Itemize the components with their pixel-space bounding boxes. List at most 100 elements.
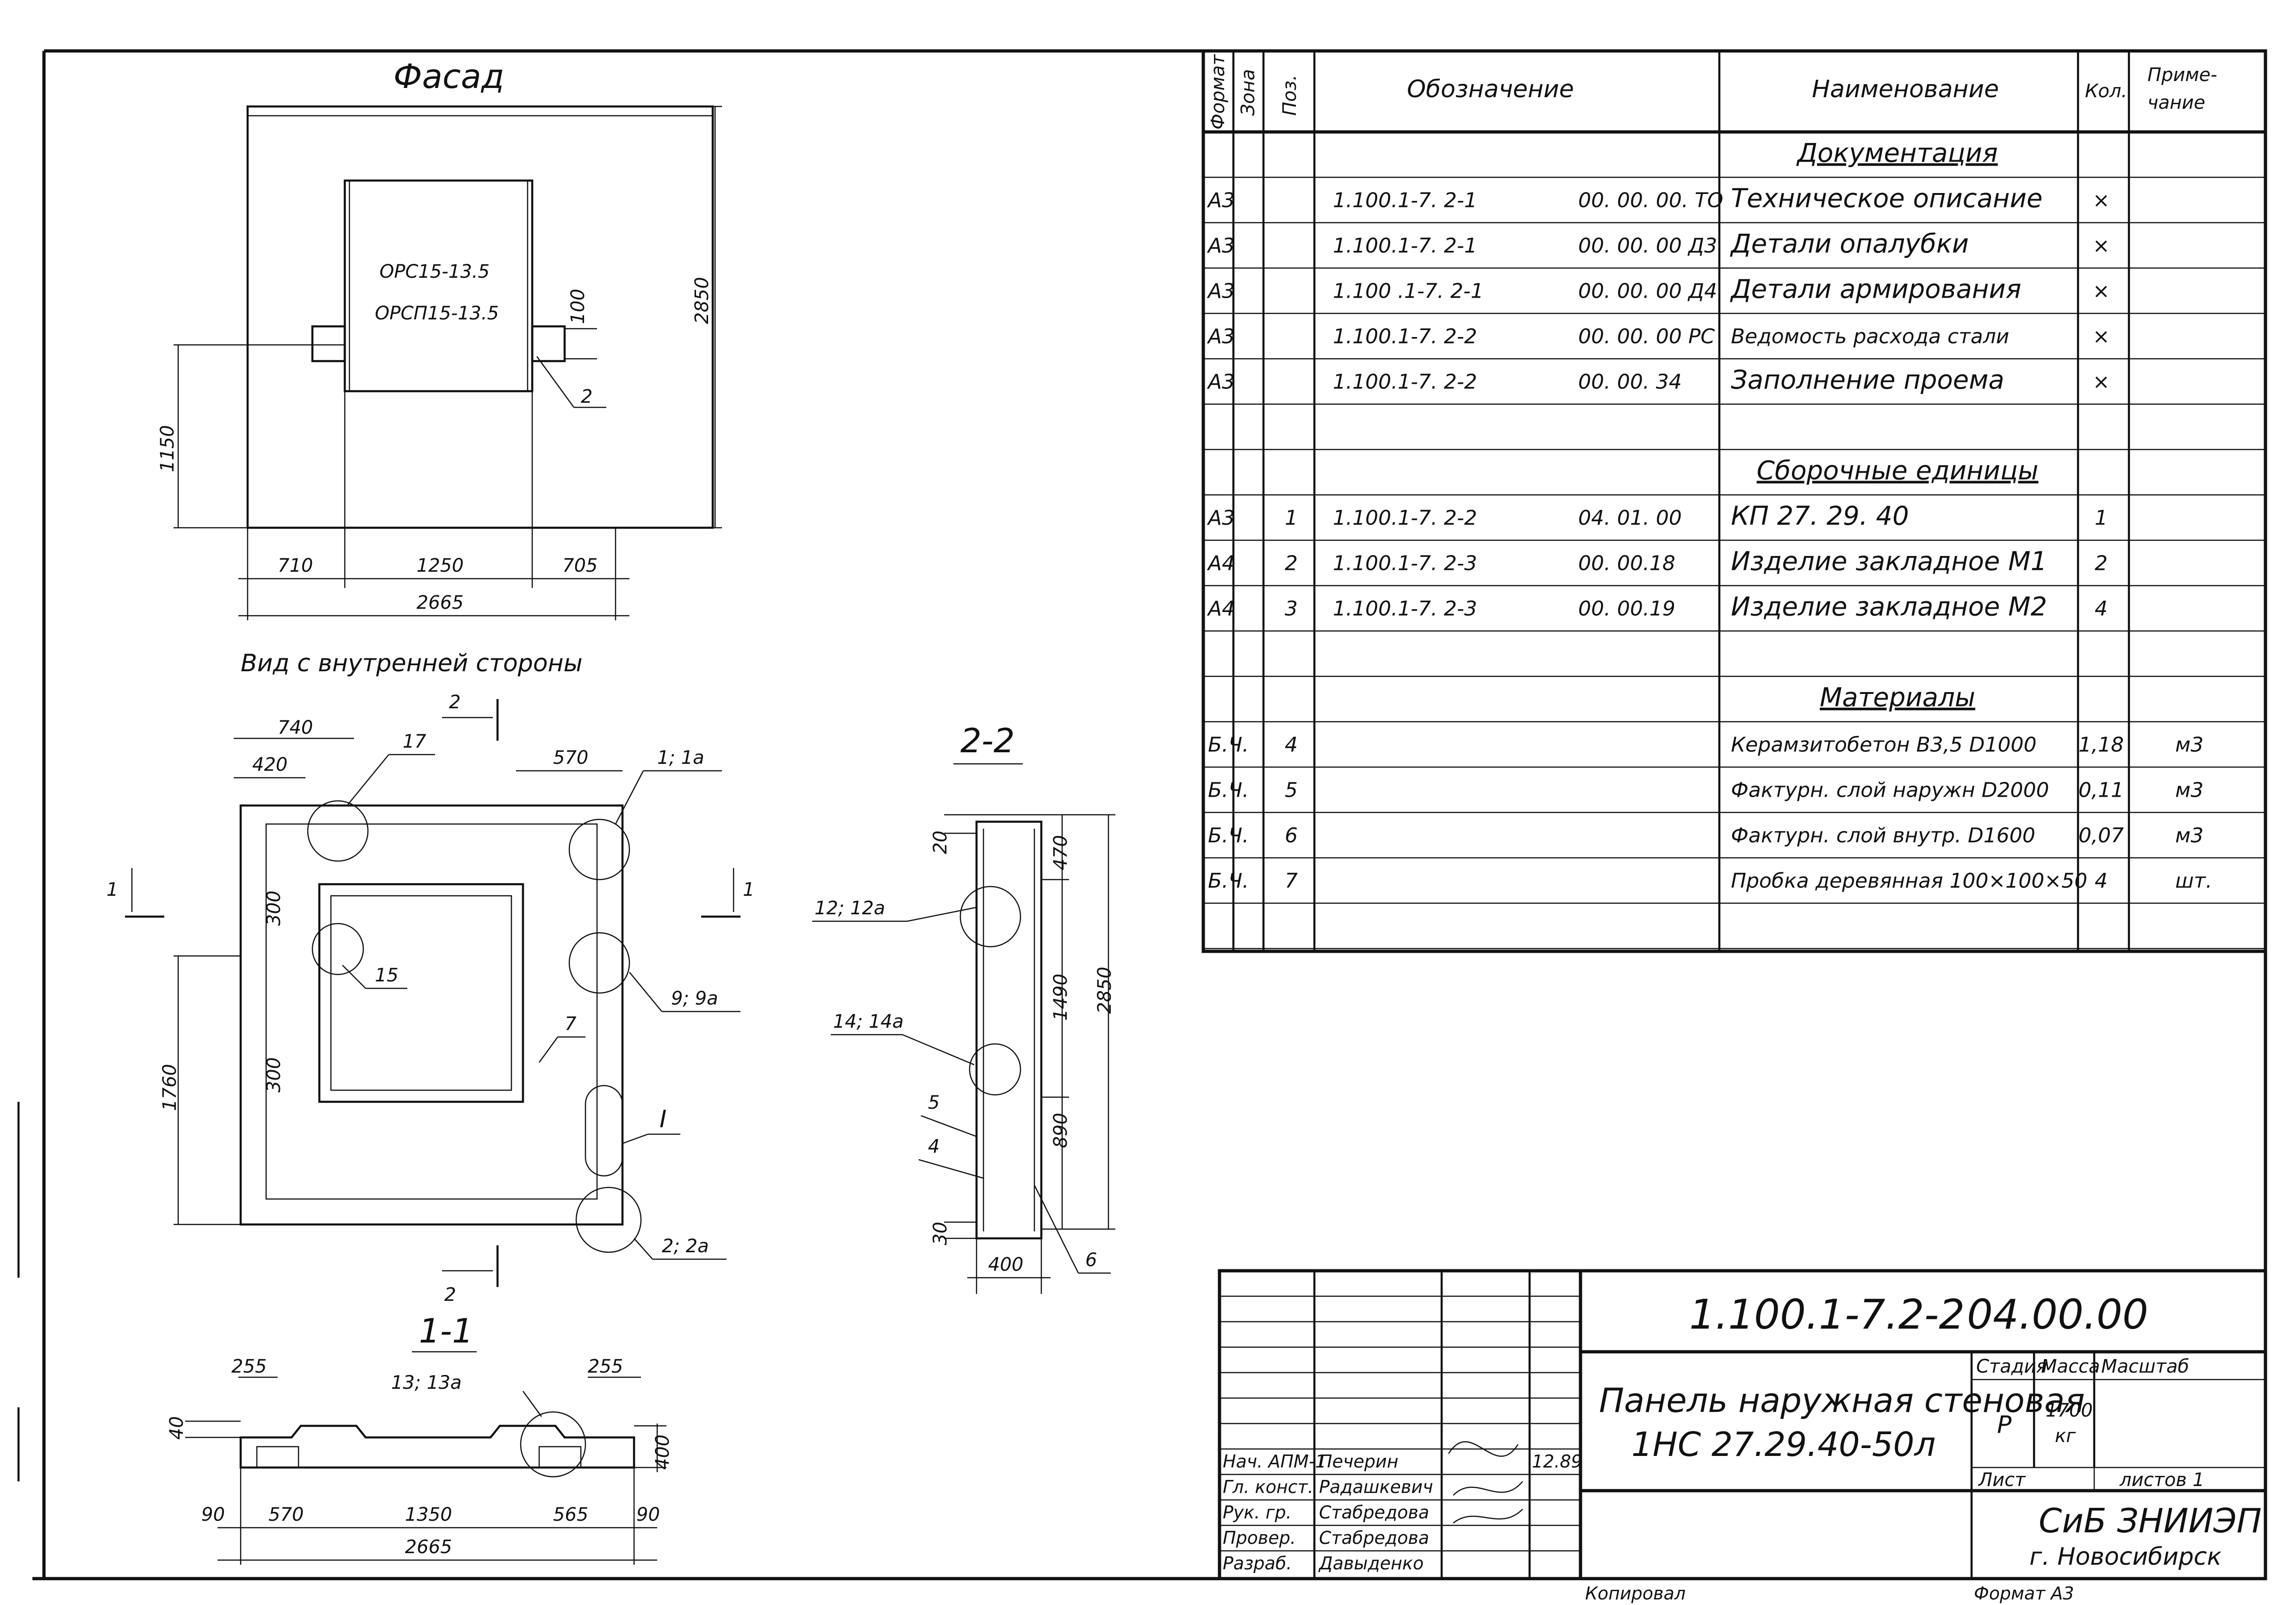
- section-2-2-dim-20: 20: [930, 831, 951, 854]
- tb-stage-label: Стадия: [1976, 1356, 2047, 1377]
- tb-role-1: Гл. конст.: [1223, 1477, 1313, 1497]
- spec-cell-format: А3: [1207, 280, 1235, 303]
- spec-cell-qty: 0,07: [2078, 824, 2124, 848]
- inner-callout-15: 15: [375, 965, 398, 986]
- section-2-2-callout-12: 12; 12а: [815, 898, 885, 919]
- tb-date: 12.89: [1532, 1451, 1582, 1472]
- facade-panel: [246, 105, 714, 529]
- tb-mass-label: Масса: [2041, 1356, 2100, 1377]
- spec-cell-doc: 1.100.1-7. 2-1: [1333, 189, 1477, 212]
- inner-callout-9: 9; 9а: [671, 988, 718, 1009]
- section-mark-left: 1: [106, 879, 118, 900]
- spec-cell-format: Б.Ч.: [1208, 824, 1249, 848]
- spec-cell-code: 00. 00. 00 Д4: [1578, 280, 1717, 303]
- tb-role-0: Нач. АПМ-1: [1223, 1451, 1326, 1472]
- inner-dim-740: 740: [278, 717, 313, 738]
- section-1-1-dim-2665: 2665: [405, 1536, 452, 1558]
- callout-circle-2: [575, 1187, 642, 1253]
- spec-cell-doc: 1.100.1-7. 2-3: [1333, 597, 1477, 621]
- spec-cell-qty: 2: [2095, 552, 2108, 575]
- facade-embed-left: [311, 325, 346, 362]
- section-2-2: 2-2 20 470 1490 890 2850 30 400 12; 12а …: [812, 721, 1115, 1294]
- spec-cell-name: Ведомость расхода стали: [1731, 325, 2009, 349]
- spec-cell-name: Техническое описание: [1731, 184, 2042, 214]
- spec-cell-code: 00. 00. 00 РС: [1578, 325, 1715, 349]
- tb-name-line1: Панель наружная стеновая: [1599, 1381, 2085, 1420]
- inner-callout-17: 17: [403, 731, 426, 752]
- facade-window-label-2: ОРСП15-13.5: [375, 303, 499, 324]
- tb-city: г. Новосибирск: [2029, 1543, 2222, 1571]
- inner-callout-7: 7: [565, 1013, 577, 1035]
- facade-dim-right: 705: [562, 555, 597, 576]
- tb-signatures: [1448, 1441, 1523, 1524]
- spec-table: Формат Зона Поз. Обозначение Наименовани…: [1201, 49, 2267, 953]
- spec-cell-name: Керамзитобетон В3,5 D1000: [1731, 733, 2036, 757]
- spec-cell-pos: 7: [1285, 869, 1298, 893]
- spec-table-frame: [1201, 49, 2267, 953]
- spec-cell-format: А3: [1207, 189, 1235, 212]
- section-1-1: 1-1 13; 13а 255 255 40 400 90 570 1350 5…: [166, 1311, 673, 1565]
- facade-dim-opening: 1250: [417, 555, 464, 576]
- section-mark-bottom: 2: [444, 1284, 456, 1305]
- inner-dim-300a: 300: [263, 891, 285, 926]
- inner-view: Вид с внутренней стороны 740 420 570 300…: [106, 649, 754, 1305]
- spec-header-qty: Кол.: [2085, 81, 2127, 102]
- spec-cell-qty: ×: [2093, 370, 2110, 394]
- inner-dim-1760: 1760: [159, 1064, 180, 1111]
- spec-cell-format: А3: [1207, 325, 1235, 349]
- spec-cell-code: 04. 01. 00: [1578, 506, 1682, 530]
- spec-cell-note: шт.: [2175, 869, 2212, 893]
- spec-section-heading: Документация: [1796, 138, 1997, 169]
- spec-cell-note: м3: [2175, 779, 2203, 802]
- tb-mass-unit: кг: [2055, 1425, 2076, 1447]
- tb-sheets-label: листов 1: [2119, 1469, 2204, 1491]
- inner-window: [318, 883, 524, 1103]
- section-1-1-dim-570: 570: [268, 1504, 304, 1525]
- spec-cell-qty: ×: [2093, 325, 2110, 349]
- spec-header-designation: Обозначение: [1407, 75, 1574, 103]
- spec-cell-format: А4: [1207, 597, 1235, 621]
- facade-callout-2: 2: [581, 386, 592, 407]
- section-1-1-dim-1350: 1350: [405, 1504, 452, 1525]
- facade-dim-anchor: 100: [567, 289, 589, 324]
- tb-name-4: Давыденко: [1318, 1553, 1424, 1574]
- spec-cell-pos: 6: [1285, 824, 1298, 848]
- inner-callout-I: I: [660, 1105, 666, 1133]
- tb-designation: 1.100.1-7.2-2: [1689, 1291, 1965, 1338]
- callout-circle-9: [568, 932, 630, 994]
- facade-dim-sill: 1150: [157, 425, 178, 472]
- spec-section-heading: Сборочные единицы: [1757, 456, 2039, 486]
- spec-header-zone: Зона: [1238, 69, 1259, 116]
- callout-circle-15: [311, 923, 364, 975]
- tb-org: СиБ ЗНИИЭП: [2039, 1501, 2262, 1540]
- title-block: 1.100.1-7.2-2 04.00.00 Панель наружная с…: [1218, 1269, 2267, 1604]
- spec-cell-code: 00. 00.19: [1578, 597, 1675, 621]
- title-block-frame: [1218, 1269, 2267, 1580]
- section-mark-top: 2: [449, 692, 460, 713]
- spec-cell-format: Б.Ч.: [1208, 779, 1249, 802]
- spec-cell-code: 00. 00.18: [1578, 552, 1675, 575]
- tb-name-2: Стабредова: [1319, 1502, 1429, 1523]
- section-mark-right: 1: [743, 879, 754, 900]
- callout-circle-17: [307, 800, 369, 862]
- inner-view-title: Вид с внутренней стороны: [241, 649, 583, 677]
- section-2-2-dim-1490: 1490: [1050, 974, 1071, 1021]
- spec-cell-note: м3: [2175, 733, 2203, 757]
- spec-section-heading: Материалы: [1820, 683, 1975, 713]
- facade-window-label-1: ОРС15-13.5: [380, 261, 490, 282]
- section-1-1-dim-90b: 90: [636, 1504, 660, 1525]
- inner-dim-420: 420: [252, 754, 287, 775]
- spec-cell-qty: 0,11: [2078, 779, 2124, 802]
- spec-cell-doc: 1.100.1-7. 2-2: [1333, 370, 1477, 394]
- spec-cell-name: Фактурн. слой наружн D2000: [1731, 779, 2049, 802]
- spec-cell-format: А3: [1207, 506, 1235, 530]
- spec-cell-pos: 1: [1285, 506, 1298, 530]
- inner-dim-570: 570: [553, 747, 588, 768]
- spec-cell-name: Фактурн. слой внутр. D1600: [1731, 824, 2035, 848]
- facade-dim-total: 2665: [417, 592, 464, 613]
- section-2-2-callout-4: 4: [928, 1136, 940, 1157]
- facade-window: [343, 179, 534, 393]
- spec-cell-pos: 4: [1285, 733, 1298, 757]
